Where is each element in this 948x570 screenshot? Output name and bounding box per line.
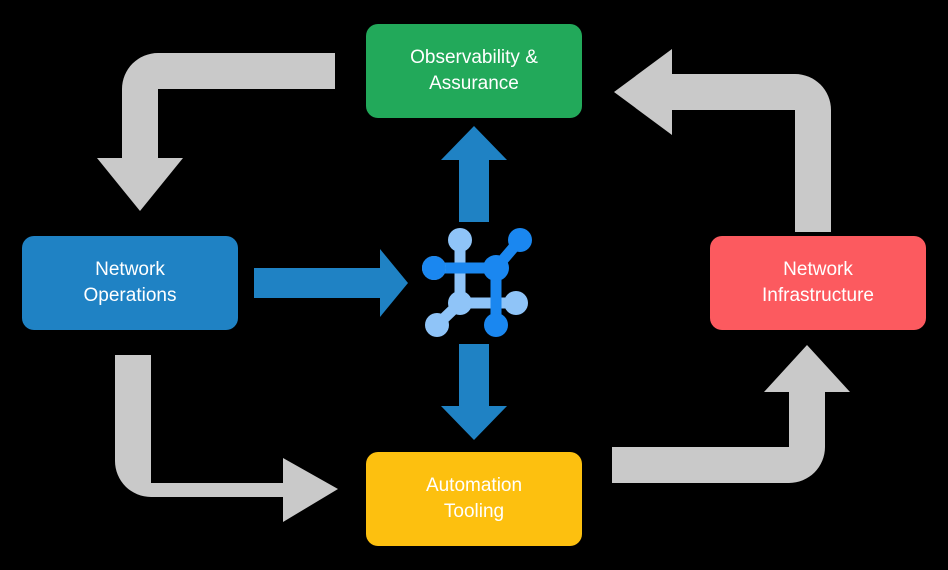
connector-center-to-observability	[441, 126, 507, 222]
node-label-observability: Observability & Assurance	[410, 47, 538, 94]
node-label-automation: Automation Tooling	[425, 475, 523, 522]
connector-infrastructure-to-observability	[614, 49, 831, 232]
connector-operations-to-center	[254, 249, 408, 317]
connector-automation-to-infrastructure	[612, 345, 850, 483]
network-icon-dark-nodes	[422, 228, 532, 337]
node-label-infrastructure: Network Infrastructure	[762, 259, 874, 306]
node-label-operations: Network Operations	[83, 259, 177, 306]
node-box-operations[interactable]: Network Operations	[22, 236, 238, 330]
node-box-automation[interactable]: Automation Tooling	[366, 452, 582, 546]
node-box-infrastructure[interactable]: Network Infrastructure	[710, 236, 926, 330]
connector-observability-to-operations	[97, 53, 335, 211]
node-box-observability[interactable]: Observability & Assurance	[366, 24, 582, 118]
connector-operations-to-automation	[115, 355, 338, 522]
connector-center-to-automation	[441, 344, 507, 440]
